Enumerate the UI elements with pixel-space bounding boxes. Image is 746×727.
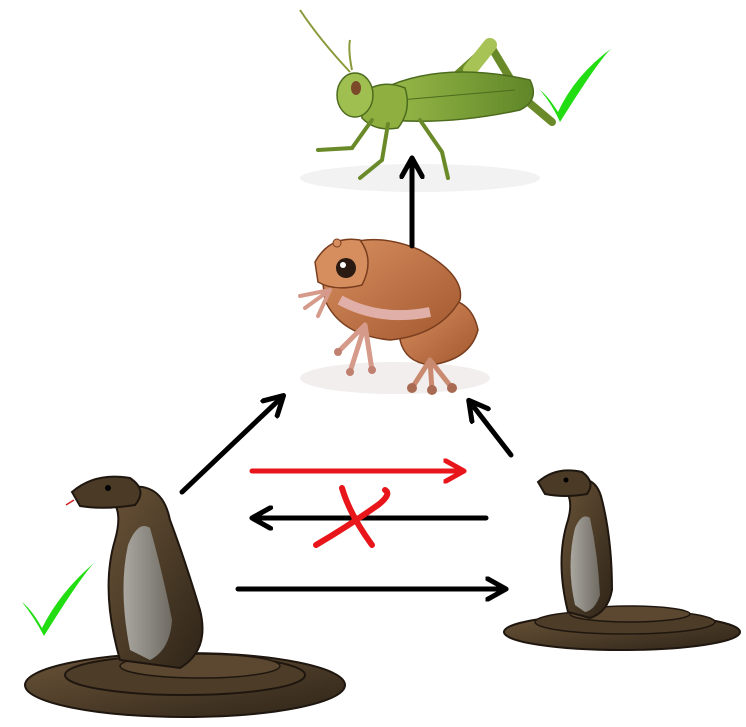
checkmark-icon [540, 48, 612, 122]
grasshopper-icon [299, 9, 556, 192]
arrow-snake-left-to-frog [179, 397, 282, 495]
arrows [179, 160, 514, 589]
arrow-snake-right-to-frog [470, 402, 514, 458]
cross-out-mark [313, 485, 391, 548]
checkmark-icon [22, 563, 94, 636]
cobra-left-icon [24, 475, 346, 718]
frog-icon [298, 238, 490, 395]
cobra-right-icon [503, 469, 741, 651]
